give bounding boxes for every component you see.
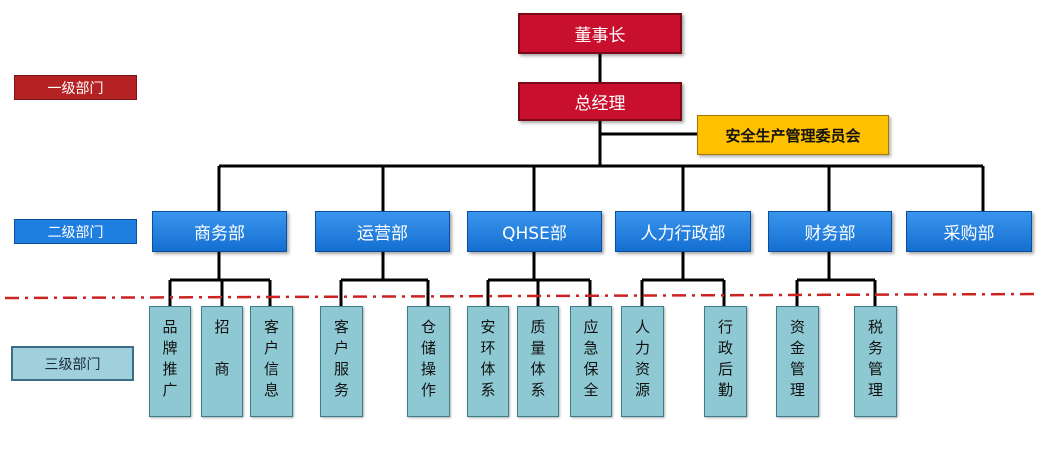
level-label-second: 二级部门 (14, 219, 137, 244)
level-label-third: 三级部门 (11, 346, 134, 381)
dept-hr-admin: 人力行政部 (615, 211, 751, 252)
general-manager-box: 总经理 (518, 82, 682, 121)
sub-brand-promotion: 品牌 推广 (149, 306, 191, 417)
sub-admin-logistics: 行政 后勤 (704, 306, 747, 417)
sub-fund-management: 资金 管理 (776, 306, 819, 417)
level-label-first: 一级部门 (14, 75, 137, 100)
sub-customer-info: 客户 信息 (250, 306, 293, 417)
sub-emergency-security: 应急 保全 (570, 306, 612, 417)
safety-committee-box: 安全生产管理委员会 (697, 115, 889, 155)
sub-warehouse-operation: 仓储 操作 (407, 306, 450, 417)
dept-finance: 财务部 (768, 211, 892, 252)
level-divider-line (4, 292, 1041, 300)
dept-business: 商务部 (152, 211, 287, 252)
chairman-box: 董事长 (518, 13, 682, 54)
sub-customer-service: 客户 服务 (320, 306, 363, 417)
sub-tax-management: 税务 管理 (854, 306, 897, 417)
sub-investment-attraction: 招 商 (201, 306, 243, 417)
dept-procurement: 采购部 (906, 211, 1032, 252)
sub-human-resources: 人力 资源 (621, 306, 664, 417)
sub-safety-environment-system: 安环 体系 (467, 306, 509, 417)
sub-quality-system: 质量 体系 (517, 306, 559, 417)
dept-operations: 运营部 (315, 211, 450, 252)
dept-qhse: QHSE部 (467, 211, 602, 252)
